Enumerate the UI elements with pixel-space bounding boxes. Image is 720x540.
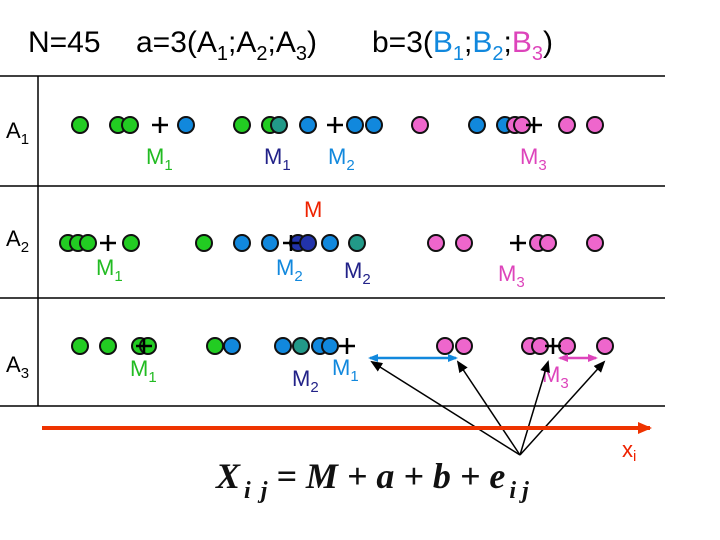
pointer-arrow [456, 360, 521, 456]
pointer-arrow [519, 360, 606, 456]
data-point [261, 234, 279, 252]
data-point [586, 116, 604, 134]
x-axis-label: xi [622, 437, 636, 465]
data-point [270, 116, 288, 134]
data-point [195, 234, 213, 252]
mean-marker [545, 338, 561, 354]
mean-label-m2: M2 [292, 366, 319, 396]
data-point [321, 337, 339, 355]
mean-label-m3: M3 [498, 261, 525, 291]
pointer-arrow [370, 360, 521, 456]
data-point [586, 234, 604, 252]
data-point [71, 116, 89, 134]
data-point [71, 337, 89, 355]
row-a3-mean-markers [136, 338, 561, 354]
data-point [292, 337, 310, 355]
row-label-a1: A1 [6, 118, 29, 148]
data-point [206, 337, 224, 355]
row-a1-mean-markers [152, 117, 542, 133]
mean-label-m1: M1 [96, 255, 123, 285]
mean-marker [510, 235, 526, 251]
data-point [558, 337, 576, 355]
error-pointer-arrows [370, 360, 606, 456]
data-point [455, 337, 473, 355]
row-label-a3: A3 [6, 352, 29, 382]
factor-b-label: b=3(B1;B2;B3) [372, 26, 553, 65]
data-point [122, 234, 140, 252]
data-point [121, 116, 139, 134]
data-point [177, 116, 195, 134]
grand-mean-label: M [304, 197, 322, 222]
factor-a-label: a=3(A1;A2;A3) [136, 26, 317, 65]
row-a3-points [71, 337, 614, 355]
mean-marker [136, 338, 152, 354]
mean-label-m1: M1 [332, 355, 359, 385]
row-a1-points [71, 116, 604, 134]
mean-label-m1: M1 [264, 144, 291, 174]
data-point [348, 234, 366, 252]
data-point [596, 337, 614, 355]
mean-marker [152, 117, 168, 133]
mean-label-m2: M2 [276, 255, 303, 285]
mean-label-m2: M2 [344, 258, 371, 288]
data-point [365, 116, 383, 134]
data-point [321, 234, 339, 252]
mean-marker [526, 117, 542, 133]
mean-marker [327, 117, 343, 133]
data-point [223, 337, 241, 355]
data-point [468, 116, 486, 134]
mean-marker [100, 235, 116, 251]
data-point [79, 234, 97, 252]
mean-label-m1: M1 [146, 144, 173, 174]
data-point [299, 234, 317, 252]
mean-label-m3: M3 [520, 144, 547, 174]
mean-label-m2: M2 [328, 144, 355, 174]
mean-marker [283, 235, 299, 251]
data-point [99, 337, 117, 355]
data-point [427, 234, 445, 252]
row-a2-mean-markers [100, 235, 526, 251]
mean-label-m1: M1 [130, 356, 157, 386]
data-point [411, 116, 429, 134]
row-a2-points [59, 234, 604, 252]
data-point [346, 116, 364, 134]
data-point [455, 234, 473, 252]
data-point [558, 116, 576, 134]
pointer-arrow [519, 360, 550, 456]
mean-marker [339, 338, 355, 354]
data-point [233, 116, 251, 134]
row-label-a2: A2 [6, 226, 29, 256]
data-point [274, 337, 292, 355]
data-point [299, 116, 317, 134]
data-point [539, 234, 557, 252]
data-point [233, 234, 251, 252]
data-point [436, 337, 454, 355]
sample-size-label: N=45 [28, 26, 101, 59]
